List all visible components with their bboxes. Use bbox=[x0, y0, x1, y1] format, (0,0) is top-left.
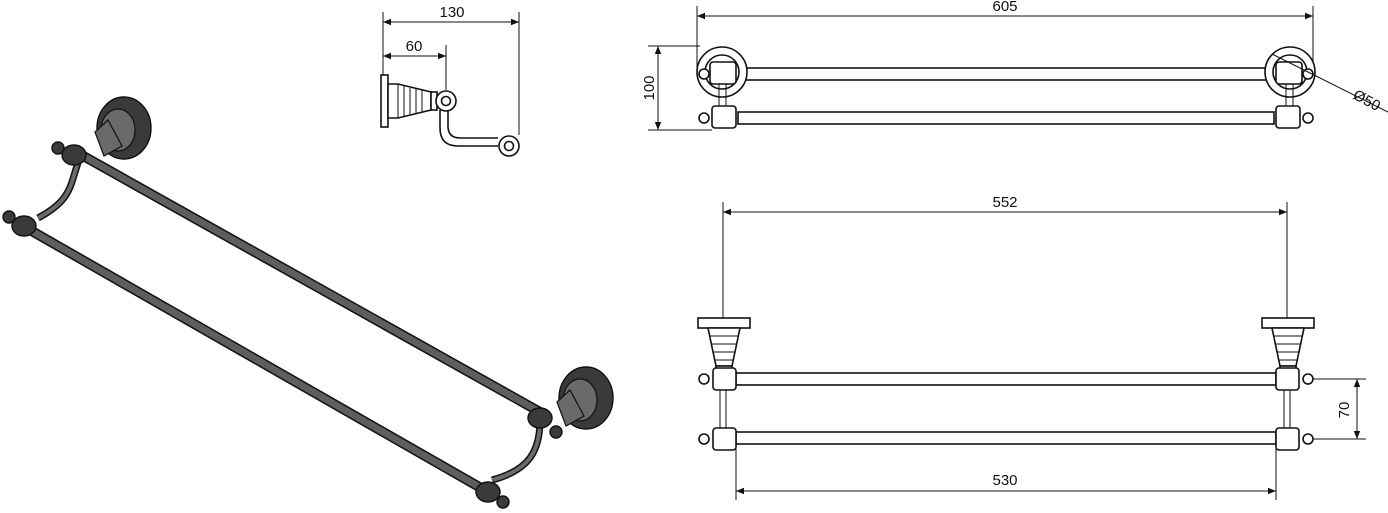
top-left-lower-bracket bbox=[712, 427, 737, 451]
dimension-label-70: 70 bbox=[1336, 402, 1353, 419]
dimension-label-605: 605 bbox=[992, 0, 1017, 15]
dimension-label-552: 552 bbox=[992, 194, 1017, 211]
top-left-upper-bracket bbox=[712, 367, 737, 391]
top-right-wall-plate bbox=[1261, 317, 1315, 329]
front-view: 605 100 Ø50 bbox=[641, 0, 1388, 131]
dimension-label-60: 60 bbox=[406, 38, 423, 55]
diameter-leader bbox=[1271, 53, 1388, 113]
side-wall-plate bbox=[380, 74, 389, 128]
top-right-lower-bracket bbox=[1275, 427, 1300, 451]
dimension-label-diameter: Ø50 bbox=[1350, 87, 1383, 115]
dimension-label-530: 530 bbox=[992, 472, 1017, 489]
top-right-upper-bracket bbox=[1275, 367, 1300, 391]
isometric-view bbox=[2, 96, 614, 509]
top-view: 552 7 bbox=[697, 194, 1366, 500]
top-left-wall-plate bbox=[697, 317, 751, 329]
right-upper-end-cap bbox=[527, 407, 553, 429]
right-lower-end-cap bbox=[475, 481, 501, 503]
front-upper-bar bbox=[737, 67, 1275, 81]
top-lower-bar bbox=[735, 431, 1277, 445]
side-view: 130 60 bbox=[380, 4, 520, 157]
dimension-label-100: 100 bbox=[641, 75, 658, 100]
front-lower-bar bbox=[737, 111, 1275, 125]
top-upper-bar bbox=[735, 372, 1277, 386]
left-lower-end-cap bbox=[11, 215, 37, 237]
left-upper-end-cap bbox=[61, 144, 87, 166]
dimension-label-130: 130 bbox=[439, 4, 464, 21]
